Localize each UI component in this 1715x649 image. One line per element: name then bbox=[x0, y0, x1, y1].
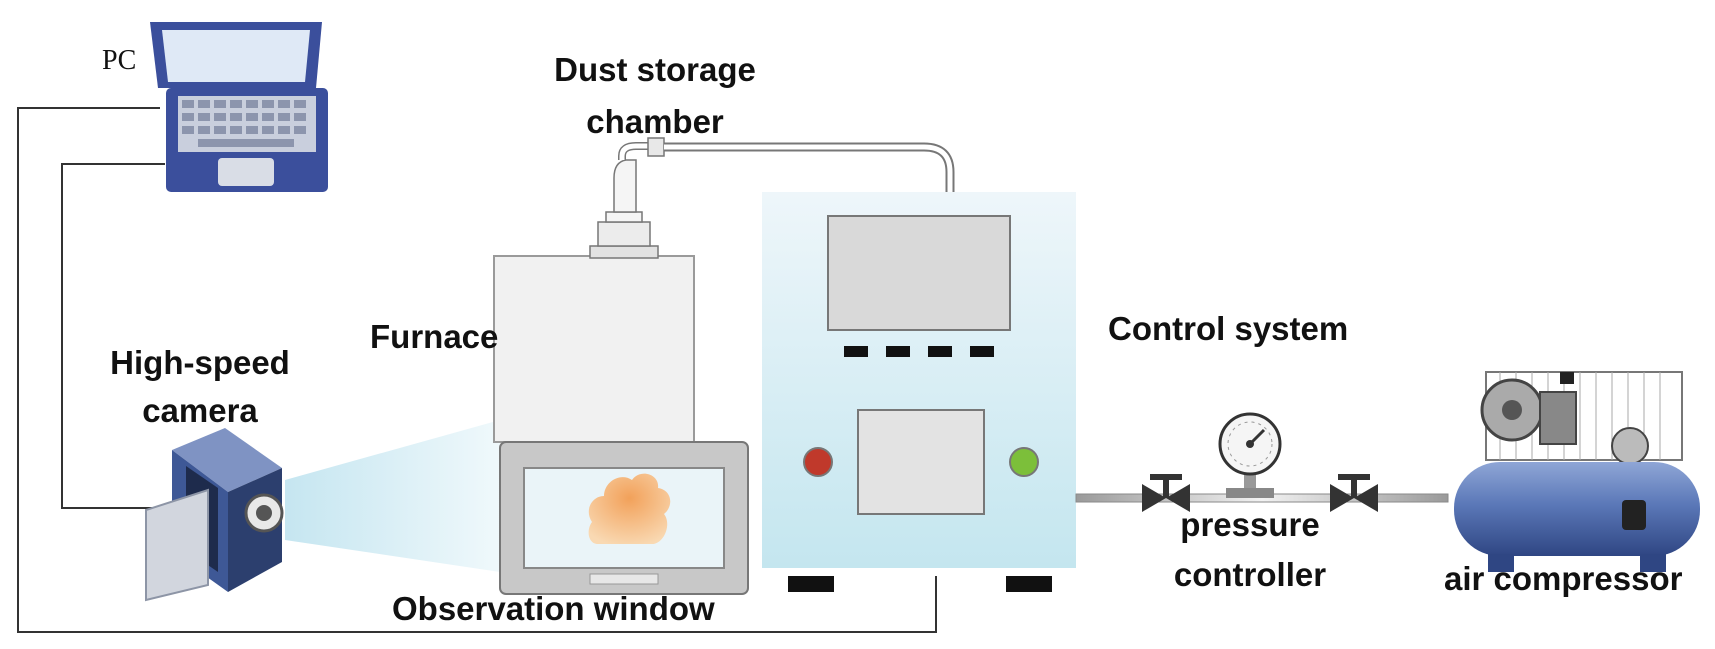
flame-icon bbox=[588, 473, 671, 544]
pc-label: PC bbox=[102, 45, 137, 76]
air-compressor-label: air compressor bbox=[1444, 560, 1683, 597]
green-button bbox=[1009, 447, 1039, 477]
camera-view-beam bbox=[285, 420, 500, 572]
valve-icon bbox=[1142, 474, 1190, 512]
pressure-gauge-icon bbox=[1218, 412, 1282, 498]
pressure-controller-label-line2: controller bbox=[1173, 556, 1327, 593]
dust-storage-chamber-icon bbox=[589, 137, 955, 259]
observation-window-label: Observation window bbox=[392, 590, 715, 627]
furnace-icon bbox=[493, 255, 749, 595]
signal-wires bbox=[17, 107, 937, 633]
pressure-controller-label-line1: pressure bbox=[1180, 506, 1320, 543]
camera-icon bbox=[145, 428, 284, 602]
valve-icon bbox=[1330, 474, 1378, 512]
camera-label-line1: High-speed bbox=[110, 344, 290, 381]
dust-storage-label-line1: Dust storage bbox=[554, 51, 756, 88]
dust-storage-label-line2: chamber bbox=[586, 103, 724, 140]
camera-label-line2: camera bbox=[142, 392, 258, 429]
laptop-icon bbox=[150, 22, 328, 192]
furnace-label: Furnace bbox=[370, 318, 499, 355]
air-compressor-icon bbox=[1454, 371, 1700, 572]
control-system-label: Control system bbox=[1108, 310, 1349, 347]
red-button bbox=[803, 447, 833, 477]
control-cabinet-icon bbox=[762, 192, 1076, 592]
